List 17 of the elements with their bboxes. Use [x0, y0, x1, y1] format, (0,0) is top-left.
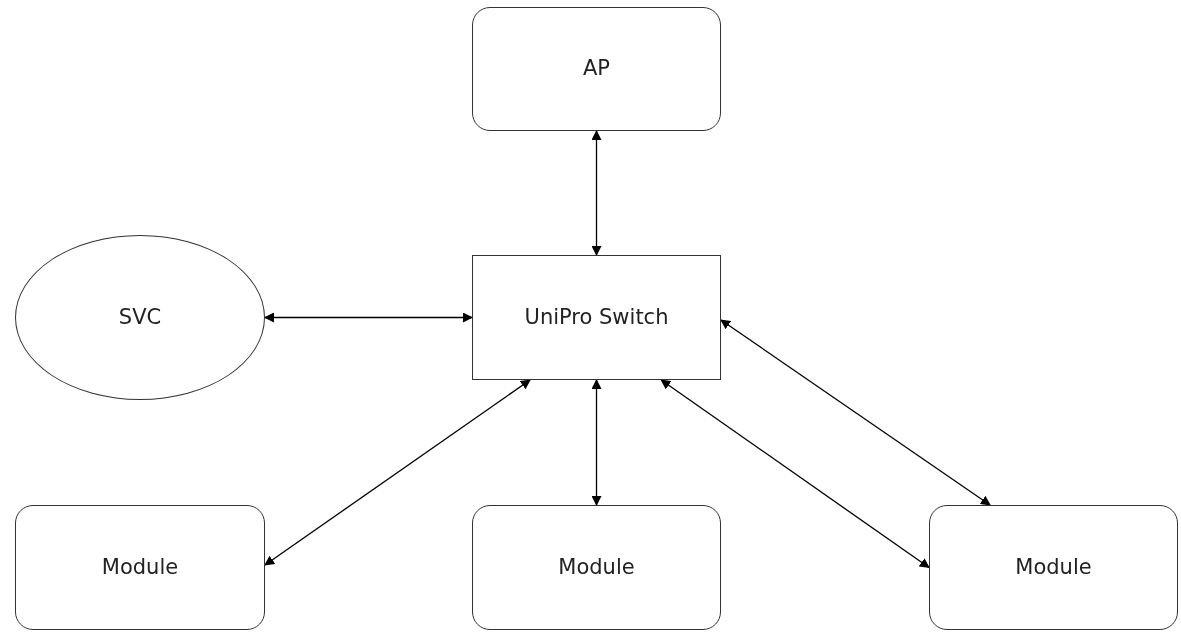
node-label: Module — [558, 553, 635, 581]
double-arrow — [720, 319, 991, 506]
node-label: Module — [1015, 553, 1092, 581]
double-arrow — [264, 312, 473, 323]
double-arrow — [591, 379, 602, 506]
node-label: AP — [583, 55, 610, 83]
process-box — [472, 255, 721, 380]
double-arrow — [591, 130, 602, 256]
rounded-box — [472, 7, 721, 131]
node-label: UniPro Switch — [524, 303, 669, 331]
node-label: Module — [101, 553, 179, 581]
node-label: SVC — [118, 303, 162, 331]
double-arrow — [660, 379, 930, 569]
rounded-box — [929, 505, 1178, 630]
rounded-box — [472, 505, 721, 630]
double-arrow — [264, 379, 531, 566]
rounded-box — [15, 505, 265, 630]
